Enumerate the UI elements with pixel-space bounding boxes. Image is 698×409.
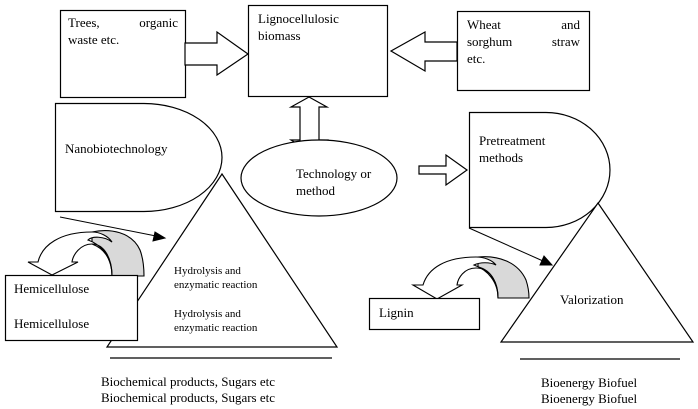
connector-pretreatment-to-valorization [468,227,544,262]
wheat-box [456,10,591,92]
technology-label-line2: method [296,183,335,198]
lignin-label: Lignin [379,305,414,320]
hydrolysis-triangle [105,172,339,348]
hydrolysis-text1-line1: Hydrolysis and [174,265,241,277]
hydrolysis-text2-line2: enzymatic reaction [174,322,258,334]
nanobiotechnology-shape [54,102,223,213]
lignocellulosic-label-line1: Lignocellulosic [258,11,339,26]
lignocellulosic-label-line2: biomass [258,28,301,43]
lignin-box [368,297,481,331]
arrow-trees-to-biomass [184,30,250,77]
connector-pretreatment-arrowhead [539,255,554,266]
lignocellulosic-box [247,4,389,98]
wheat-label-line2: sorghum straw [467,34,580,49]
biochemical-output-line2: Biochemical products, Sugars etc [101,390,276,405]
curved-arrow-hemicellulose [27,231,113,277]
pretreatment-label-line2: methods [479,150,524,165]
wheat-label-line1: Wheat and [467,17,580,32]
hydrolysis-text2-line1: Hydrolysis and [174,308,241,320]
pretreatment-label-line1: Pretreatment [479,133,546,148]
arrow-technology-to-pretreatment [418,153,469,187]
curved-arrow-lignin [410,256,499,300]
hydrolysis-text1-line2: enzymatic reaction [174,279,258,291]
pretreatment-shape [468,111,611,229]
biochemical-output-line1: Biochemical products, Sugars etc [101,374,276,389]
wheat-label-line3: etc. [467,51,486,66]
bioenergy-output-line1: Bioenergy Biofuel [541,375,638,390]
trees-box [59,9,187,99]
trees-label-line2: waste etc. [68,32,120,47]
valorization-triangle [499,201,695,343]
nanobiotechnology-label: Nanobiotechnology [65,141,168,156]
valorization-label: Valorization [560,292,624,307]
hemicellulose-label-line1: Hemicellulose [14,281,90,296]
trees-label-line1: Trees, organic [68,15,178,30]
technology-ellipse [240,139,398,217]
hemicellulose-label-line2: Hemicellulose [14,316,90,331]
arrow-wheat-to-biomass [389,30,458,73]
connector-nano-arrowhead [152,231,167,242]
technology-label-line1: Technology or [296,166,372,181]
bioenergy-output-line2: Bioenergy Biofuel [541,391,638,406]
hemicellulose-box [4,274,139,342]
connector-nano-to-triangle [59,216,157,237]
